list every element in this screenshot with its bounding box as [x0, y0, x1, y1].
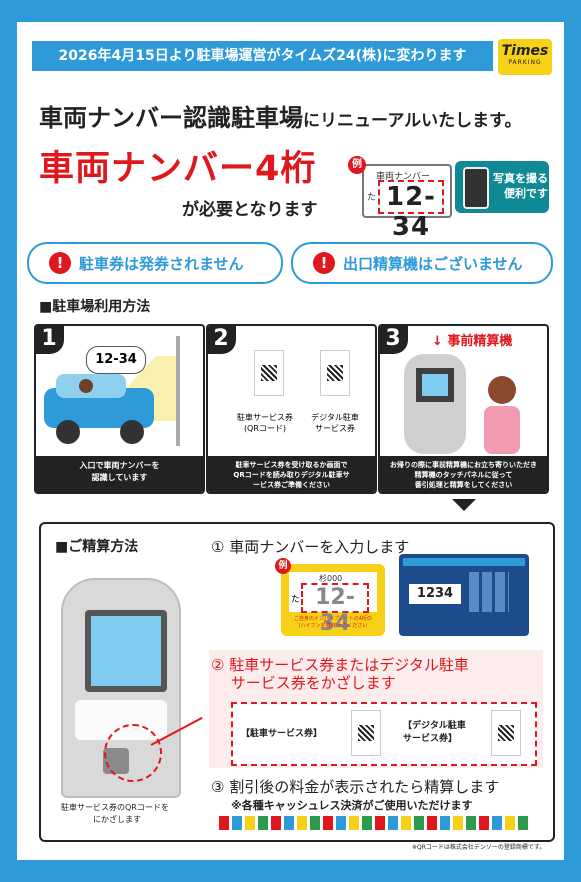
exclamation-icon: !: [313, 252, 335, 274]
photo-tip-text: 写真を撮ると便利です: [493, 171, 559, 201]
footnote: ※QRコードは株式会社デンソーの登録商標です。: [412, 844, 546, 851]
headline-big: 車両ナンバー認識駐車場: [39, 104, 303, 132]
announcement-banner: 2026年4月15日より駐車場運営がタイムズ24(株)に変わります: [32, 41, 493, 71]
notice-label: 出口精算機はございません: [343, 255, 523, 273]
logo-sub: PARKING: [508, 59, 542, 66]
qr-ticket-icon: [254, 350, 284, 396]
notice-no-exit-machine: ! 出口精算機はございません: [291, 242, 553, 284]
down-arrow-icon: [452, 499, 476, 511]
reader-highlight: [104, 724, 162, 782]
plate-top: 杉000: [319, 574, 343, 583]
payment-machine-illustration: [404, 354, 520, 454]
step-number: 1: [36, 326, 64, 354]
pre-payment-heading: ↓ 事前精算機: [432, 330, 512, 349]
qr-ticket-icon: [351, 710, 381, 756]
digital-ticket-icon: [491, 710, 521, 756]
speech-plate: 12-34: [86, 346, 146, 374]
cashless-note: ※各種キャッシュレス決済がご使用いただけます: [231, 799, 473, 812]
times-logo: Times PARKING: [498, 39, 552, 75]
car-entrance-illustration: [44, 336, 180, 446]
exclamation-icon: !: [49, 252, 71, 274]
plate-kana: た: [367, 193, 377, 203]
notice-no-ticket: ! 駐車券は発券されません: [27, 242, 283, 284]
step-caption: 入口で車両ナンバーを 認識しています: [36, 456, 203, 492]
payment-section: ■ご精算方法 駐車サービス券のQRコードを にかざします ① 車両ナンバーを入力…: [39, 522, 555, 842]
photo-tip-line1: 写真を撮ると: [493, 172, 559, 185]
ticket-examples: 【駐車サービス券】 【デジタル駐車 サービス券】: [231, 702, 537, 766]
keypad-header: [403, 558, 525, 566]
photo-tip-line2: 便利です: [504, 187, 548, 200]
logo-name: Times: [501, 43, 549, 59]
plate-number: 12-34: [378, 180, 444, 242]
example-badge: 例: [348, 156, 366, 174]
payment-step-1: ① 車両ナンバーを入力します: [211, 538, 410, 556]
ticket-label: 駐車サービス券 (QRコード): [237, 413, 293, 433]
plate-face: 杉000 た 12-34: [289, 572, 377, 636]
machine-caption: 駐車サービス券のQRコードを にかざします: [61, 803, 169, 824]
plate-note: ご自身のナンバープレートの4桁の (ハイフン不要)を入力ください: [294, 616, 372, 629]
plate-number: 12-34: [301, 583, 369, 636]
payment-logos: [219, 816, 529, 830]
payment-title: ■ご精算方法: [55, 539, 139, 555]
keypad-screen: 1234: [399, 554, 529, 636]
step-number: 3: [380, 326, 408, 354]
payment-example-plate: 杉000 た 12-34 例 ご自身のナンバープレートの4桁の (ハイフン不要)…: [275, 558, 385, 636]
payment-step-2: ② 駐車サービス券またはデジタル駐車 サービス券をかざします: [211, 656, 469, 692]
plate-kana: た: [291, 595, 301, 605]
step-caption: 駐車サービス券を受け取るか画面で QRコードを読み取りデジタル駐車サ ービス券ご…: [208, 456, 375, 492]
needed-text: が必要となります: [182, 200, 318, 220]
red-headline: 車両ナンバー4桁: [39, 149, 317, 189]
example-badge: 例: [275, 558, 291, 574]
digital-ticket-label: デジタル駐車 サービス券: [311, 413, 359, 433]
arrow-down-icon: ↓: [432, 334, 448, 349]
step-number: 2: [208, 326, 236, 354]
digital-ticket-icon: [320, 350, 350, 396]
keypad-display: 1234: [409, 584, 461, 604]
machine-screen: [85, 610, 167, 692]
digital-ticket-label: 【デジタル駐車 サービス券】: [403, 721, 466, 744]
payment-step-3: ③ 割引後の料金が表示されたら精算します: [211, 778, 500, 796]
step-caption: お帰りの際に事前精算機にお立ち寄りいただき 精算機のタッチパネルに従って 番引処…: [380, 456, 547, 492]
step-3: 3 ↓ 事前精算機 お帰りの際に事前精算機にお立ち寄りいただき 精算機のタッチパ…: [378, 324, 549, 494]
example-plate: 車両ナンバー た 12-34: [362, 164, 452, 242]
headline-small: にリニューアルいたします。: [303, 111, 522, 131]
keypad-keys: [469, 572, 509, 612]
step-2: 2 駐車サービス券 (QRコード) デジタル駐車 サービス券 駐車サービス券を受…: [206, 324, 377, 494]
notice-label: 駐車券は発券されません: [79, 255, 244, 273]
step-1: 1 12-34 入口で車両ナンバーを 認識しています: [34, 324, 205, 494]
poster: 2026年4月15日より駐車場運営がタイムズ24(株)に変わります Times …: [17, 22, 564, 860]
ticket-label: 【駐車サービス券】: [241, 729, 323, 739]
pre-payment-label: 事前精算機: [447, 334, 513, 349]
headline: 車両ナンバー認識駐車場にリニューアルいたします。: [39, 98, 521, 133]
plate-top: 車両ナンバー: [376, 172, 431, 182]
smartphone-camera-icon: [463, 167, 489, 209]
usage-title: ■駐車場利用方法: [39, 299, 151, 315]
photo-tip: 写真を撮ると便利です: [455, 161, 559, 213]
